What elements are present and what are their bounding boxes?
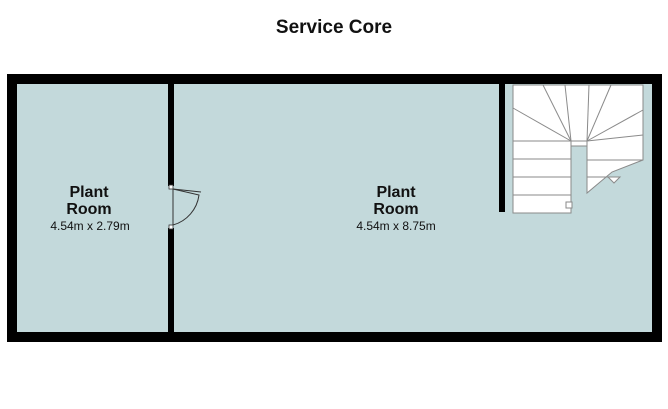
outer-wall [7,74,662,342]
room-1-name: Plant Room [44,184,134,218]
room-2-name: Plant Room [351,184,441,218]
room-1-name-line2: Room [66,201,112,218]
stair-wall [499,84,505,212]
room-2-dimensions: 4.54m x 8.75m [356,219,436,233]
partition-wall-lower [168,228,174,332]
door-jamb-bottom [168,224,174,230]
room-1-name-line1: Plant [69,184,109,201]
plan-title: Service Core [275,17,393,38]
room-1-dimensions: 4.54m x 2.79m [50,219,130,233]
room-2-name-line1: Plant [376,184,416,201]
door-swing-icon [172,188,202,226]
room-2-name-line2: Room [373,201,419,218]
staircase-icon [512,84,644,214]
door-jamb-top [168,184,174,190]
partition-wall-upper [168,84,174,186]
